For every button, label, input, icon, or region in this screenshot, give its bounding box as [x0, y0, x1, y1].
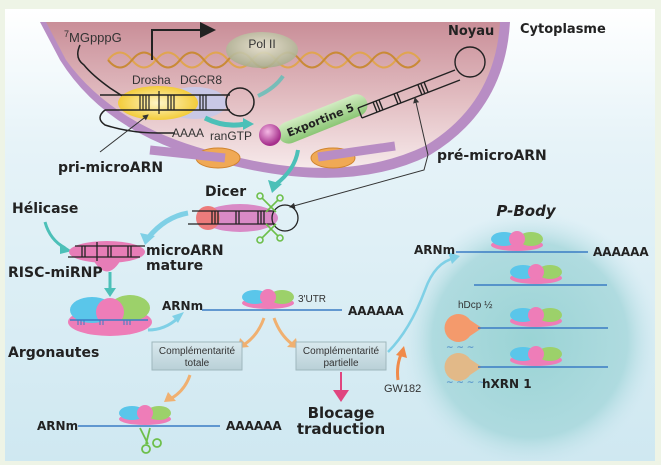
hdcp-label: hDcp ½ — [458, 300, 493, 311]
risc-mirnp-complex — [68, 241, 145, 272]
mature-mirna-label-line2: mature — [146, 258, 203, 274]
pbody-mrna-2 — [474, 264, 607, 286]
pre-mirna-pointer-dicer — [289, 154, 429, 209]
exportin-to-dicer-arrow — [273, 149, 300, 187]
outcome-line1: Blocage — [308, 404, 375, 422]
pbody-mrna-exonuclease: ~ ~ ~ ~ hXRN 1 — [444, 346, 608, 391]
pri-mirna-label: pri-microARN — [58, 160, 163, 176]
arrow-head — [140, 233, 155, 245]
target-mrna: ARNm 3'UTR AAAAAA — [162, 289, 404, 318]
pol2-enzyme: Pol II — [226, 32, 298, 68]
pbody-mrna-decapping: hDcp ½ ~ ~ ~ — [444, 300, 608, 353]
p-body: P-Body — [400, 202, 660, 465]
box-total-line1: Complémentarité — [159, 346, 236, 357]
cleavage-scissors-icon — [139, 427, 162, 454]
hxrn1-label: hXRN 1 — [482, 377, 532, 391]
arrow-head — [268, 180, 282, 193]
dicer-label: Dicer — [205, 184, 246, 200]
arrow-head — [164, 392, 176, 402]
drosha — [118, 86, 198, 120]
drosha-to-exportin-arrow — [203, 115, 246, 128]
helicase-arrow — [43, 221, 66, 250]
argonautes-label: Argonautes — [8, 345, 99, 361]
mrna-label-pbody: ARNm — [414, 243, 455, 257]
dicer-complex: Dicer — [188, 184, 299, 244]
degradation-fragments: ~ ~ ~ ~ — [446, 378, 485, 388]
cytoplasm-label: Cytoplasme — [520, 22, 606, 37]
nuclear-pores — [149, 141, 396, 169]
pri-mirna-5prime-strand — [77, 44, 131, 102]
pri-mirna-pointer — [99, 114, 149, 153]
risc-mirnp-label: RISC-miRNP — [8, 265, 103, 281]
rangtp-sphere — [259, 124, 281, 146]
utr-label: 3'UTR — [298, 294, 326, 305]
pre-mirna-pointer-nucleus — [413, 97, 429, 156]
dgcr8-label: DGCR8 — [180, 73, 222, 87]
box-total-complementarity: Complémentarité totale — [151, 341, 243, 371]
drosha-label: Drosha — [132, 73, 171, 87]
arrow-head — [243, 118, 254, 130]
cap-label: 7MGpppG — [64, 29, 122, 45]
arrow-head — [287, 338, 298, 348]
box-partial-complementarity: Complémentarité partielle — [295, 341, 387, 371]
arrow-head — [333, 390, 349, 402]
degradation-fragments: ~ ~ ~ — [446, 343, 474, 353]
partial-branch-arrow — [272, 317, 293, 346]
box-total-line2: totale — [185, 358, 210, 369]
rangtp-label: ranGTP — [210, 129, 252, 143]
pbody-mrna-1: ARNm AAAAAA — [414, 231, 649, 259]
diagram-frame: Pol II 7MGpppG Drosha DGCR8 AAAA Exporti… — [5, 9, 660, 465]
argonaute-to-mrna-arrow — [147, 316, 180, 332]
helicase-label: Hélicase — [12, 201, 78, 217]
pol2-to-drosha-arrow — [257, 74, 285, 98]
mrna-label-cleavage: ARNm — [37, 419, 78, 433]
total-to-cleavage-arrow — [171, 374, 192, 400]
polya-label-cleavage: AAAAAA — [226, 419, 282, 433]
box-partial-line1: Complémentarité — [303, 346, 380, 357]
membrane-segment — [317, 141, 396, 162]
nucleus-polya-label: AAAA — [172, 126, 204, 140]
nucleoplasm — [46, 22, 500, 168]
arrow-head — [448, 252, 460, 264]
gw182-label: GW182 — [384, 383, 421, 395]
nucleus-label: Noyau — [448, 24, 494, 39]
transcription-start-arrow — [151, 22, 216, 60]
hairpin-loop — [225, 87, 255, 117]
outcome-line2: traduction — [297, 420, 385, 438]
dicer-paz-domain — [196, 206, 220, 230]
dicer-to-risc-arrow — [146, 210, 189, 240]
cleaved-mrna: ARNm AAAAAA — [37, 405, 282, 454]
partial-to-pbody-arrow — [387, 256, 456, 353]
total-branch-arrow — [244, 317, 266, 346]
arrow-head — [60, 243, 72, 254]
pol2-label: Pol II — [248, 37, 275, 51]
mrna-label-center: ARNm — [162, 299, 203, 313]
ago-complex-center — [242, 289, 294, 309]
polya-label-pbody: AAAAAA — [593, 245, 649, 259]
hdcp-enzyme-icon — [444, 314, 482, 342]
mirna-pathway-diagram: Pol II 7MGpppG Drosha DGCR8 AAAA Exporti… — [8, 22, 660, 465]
arrow-head — [172, 312, 184, 323]
pre-mirna-hairpin — [357, 46, 486, 119]
mature-mirna-label-line1: microARN — [146, 243, 224, 259]
polya-label-center: AAAAAA — [348, 304, 404, 318]
hxrn1-enzyme-icon — [444, 353, 482, 381]
dicer-scissors-icon — [256, 192, 284, 244]
drosha-dgcr8-complex: Drosha DGCR8 AAAA — [99, 73, 255, 140]
arrow-head — [104, 288, 116, 297]
argonaute-complex — [68, 295, 152, 336]
membrane-segment — [149, 145, 226, 163]
p-body-label: P-Body — [496, 202, 556, 220]
arrow-head — [396, 346, 407, 358]
box-partial-line2: partielle — [323, 358, 358, 369]
pre-mirna-label: pré-microARN — [437, 148, 547, 164]
